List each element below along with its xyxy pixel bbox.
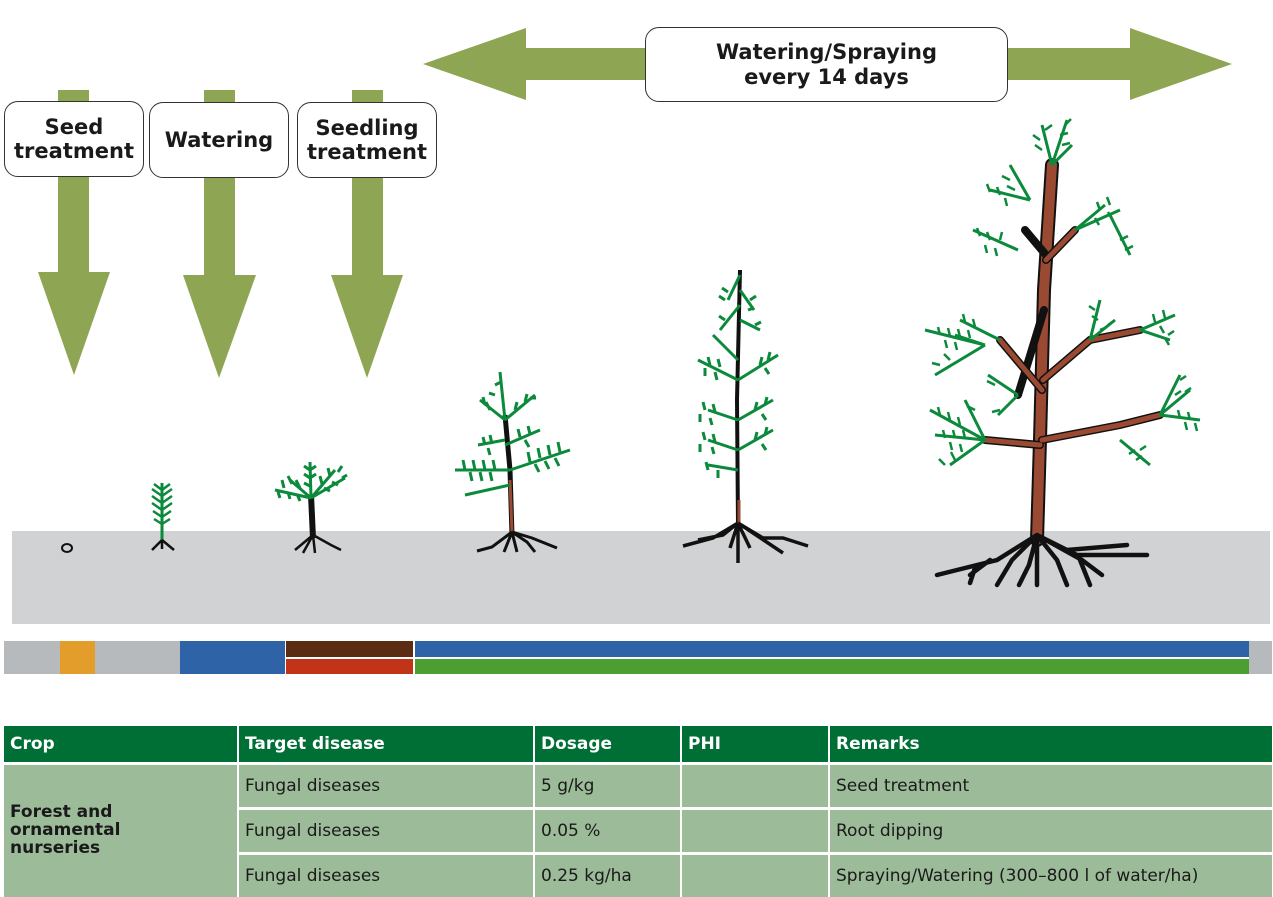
cell-dosage: 0.05 % <box>534 809 681 854</box>
cell-phi <box>681 854 829 897</box>
label-interval: Watering/Spraying every 14 days <box>645 27 1008 102</box>
header-crop: Crop <box>4 726 238 764</box>
cell-phi <box>681 764 829 809</box>
label-seed-treatment: Seed treatment <box>4 101 144 177</box>
cell-dosage: 0.25 kg/ha <box>534 854 681 897</box>
cell-target: Fungal diseases <box>238 764 534 809</box>
plant-sapling <box>455 372 570 552</box>
cell-remarks: Spraying/Watering (300–800 l of water/ha… <box>829 854 1272 897</box>
timeline-bar <box>4 641 1272 674</box>
table-header-row: Crop Target disease Dosage PHI Remarks <box>4 726 1272 764</box>
cell-target: Fungal diseases <box>238 854 534 897</box>
timeline-segment-grey <box>95 641 180 674</box>
label-seedling-treatment: Seedling treatment <box>297 102 437 178</box>
cell-dosage: 5 g/kg <box>534 764 681 809</box>
header-target-disease: Target disease <box>238 726 534 764</box>
timeline-segment-blue-long <box>415 641 1249 657</box>
timeline-segment-red <box>286 659 413 674</box>
timeline-segment-green-long <box>415 659 1249 674</box>
soil-band <box>12 531 1270 624</box>
label-seed-treatment-text: Seed treatment <box>14 115 134 163</box>
cell-target: Fungal diseases <box>238 809 534 854</box>
plant-young-tree <box>683 270 808 563</box>
label-interval-text: Watering/Spraying every 14 days <box>716 40 937 88</box>
timeline-segment-grey <box>4 641 60 674</box>
cell-remarks: Seed treatment <box>829 764 1272 809</box>
timeline-segment-grey-end <box>1249 641 1272 674</box>
cell-crop: Forest and ornamental nurseries <box>4 764 238 897</box>
cell-remarks: Root dipping <box>829 809 1272 854</box>
label-watering: Watering <box>149 102 289 178</box>
header-phi: PHI <box>681 726 829 764</box>
header-dosage: Dosage <box>534 726 681 764</box>
timeline-segment-orange <box>60 641 95 674</box>
dosage-table: Crop Target disease Dosage PHI Remarks F… <box>4 726 1272 897</box>
cell-phi <box>681 809 829 854</box>
label-seedling-treatment-text: Seedling treatment <box>307 116 427 164</box>
header-remarks: Remarks <box>829 726 1272 764</box>
plant-mature-tree <box>925 119 1200 585</box>
timeline-segment-brown <box>286 641 413 657</box>
timeline-segment-blue <box>180 641 285 674</box>
table-row: Forest and ornamental nurseries Fungal d… <box>4 764 1272 809</box>
label-watering-text: Watering <box>165 128 273 152</box>
